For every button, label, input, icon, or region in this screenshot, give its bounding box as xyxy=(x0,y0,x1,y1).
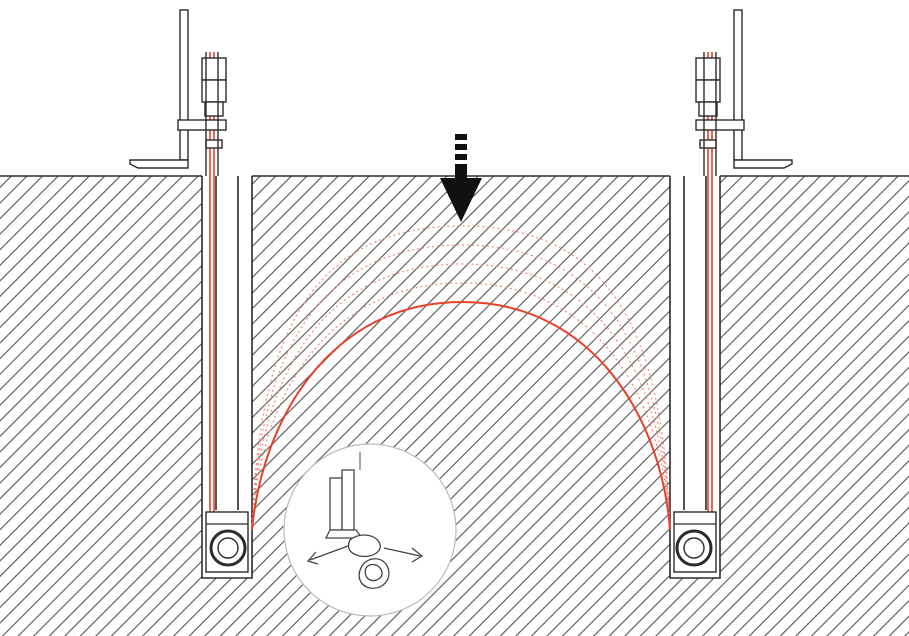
strip-ghost-curve xyxy=(251,282,671,531)
tension-cables xyxy=(209,52,713,530)
pulley-icon xyxy=(205,511,249,573)
pulley-icon xyxy=(673,511,717,573)
magnifier-detail-icon xyxy=(283,443,457,617)
strip-ghost-curves xyxy=(251,225,671,531)
trench-outline xyxy=(0,175,909,579)
clamp-icon xyxy=(695,9,793,176)
strip-ghost-curve xyxy=(251,225,671,531)
liner-strip xyxy=(251,300,671,531)
down-arrow-icon xyxy=(440,134,482,222)
strip-ghost-curve xyxy=(251,263,671,531)
clamp-icon xyxy=(129,9,227,176)
